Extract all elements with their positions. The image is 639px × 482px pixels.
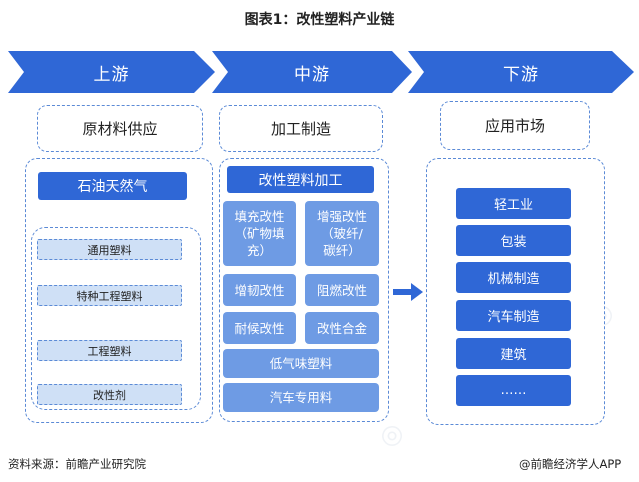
midstream-process-box: 改性塑料加工	[227, 166, 374, 193]
downstream-item: 建筑	[456, 338, 571, 369]
downstream-item: 机械制造	[456, 262, 571, 293]
source-note: 资料来源：前瞻产业研究院	[8, 457, 146, 471]
downstream-header-box: 应用市场	[440, 101, 590, 150]
upstream-material-item: 改性剂	[37, 384, 182, 405]
midstream-wide-tile: 低气味塑料	[223, 349, 379, 378]
downstream-item: 汽车制造	[456, 300, 571, 331]
stage-upstream-chevron: 上游	[8, 51, 215, 93]
midstream-wide-tile: 汽车专用料	[223, 383, 379, 412]
figure-title: 图表1：改性塑料产业链	[244, 12, 395, 28]
midstream-tile: 增韧改性	[223, 274, 296, 306]
stage-downstream-label: 下游	[503, 64, 539, 85]
upstream-material-item: 工程塑料	[37, 340, 182, 361]
downstream-item: 轻工业	[456, 188, 571, 219]
chevron-shape-icon	[212, 51, 412, 93]
midstream-tile: 耐候改性	[223, 312, 296, 344]
midstream-tile: 填充改性（矿物填充）	[223, 201, 296, 266]
midstream-header-box: 加工制造	[219, 105, 383, 152]
chevron-shape-icon	[8, 51, 215, 93]
upstream-material-item: 通用塑料	[37, 239, 182, 260]
upstream-material-item: 特种工程塑料	[37, 285, 182, 306]
chevron-shape-icon	[408, 51, 634, 93]
downstream-item: ……	[456, 375, 571, 406]
midstream-tile: 阻燃改性	[305, 274, 379, 306]
midstream-tile: 改性合金	[305, 312, 379, 344]
stage-midstream-chevron: 中游	[212, 51, 412, 93]
arrow-right-icon	[393, 283, 423, 301]
stage-upstream-label: 上游	[93, 64, 130, 85]
midstream-tile: 增强改性（玻纤/碳纤）	[305, 201, 379, 266]
downstream-item: 包装	[456, 225, 571, 256]
upstream-source-box: 石油天然气	[38, 172, 187, 200]
upstream-header-box: 原材料供应	[37, 105, 203, 152]
stage-midstream-label: 中游	[294, 64, 330, 85]
stage-downstream-chevron: 下游	[408, 51, 634, 93]
brand-credit: @前瞻经济学人APP	[519, 457, 622, 471]
